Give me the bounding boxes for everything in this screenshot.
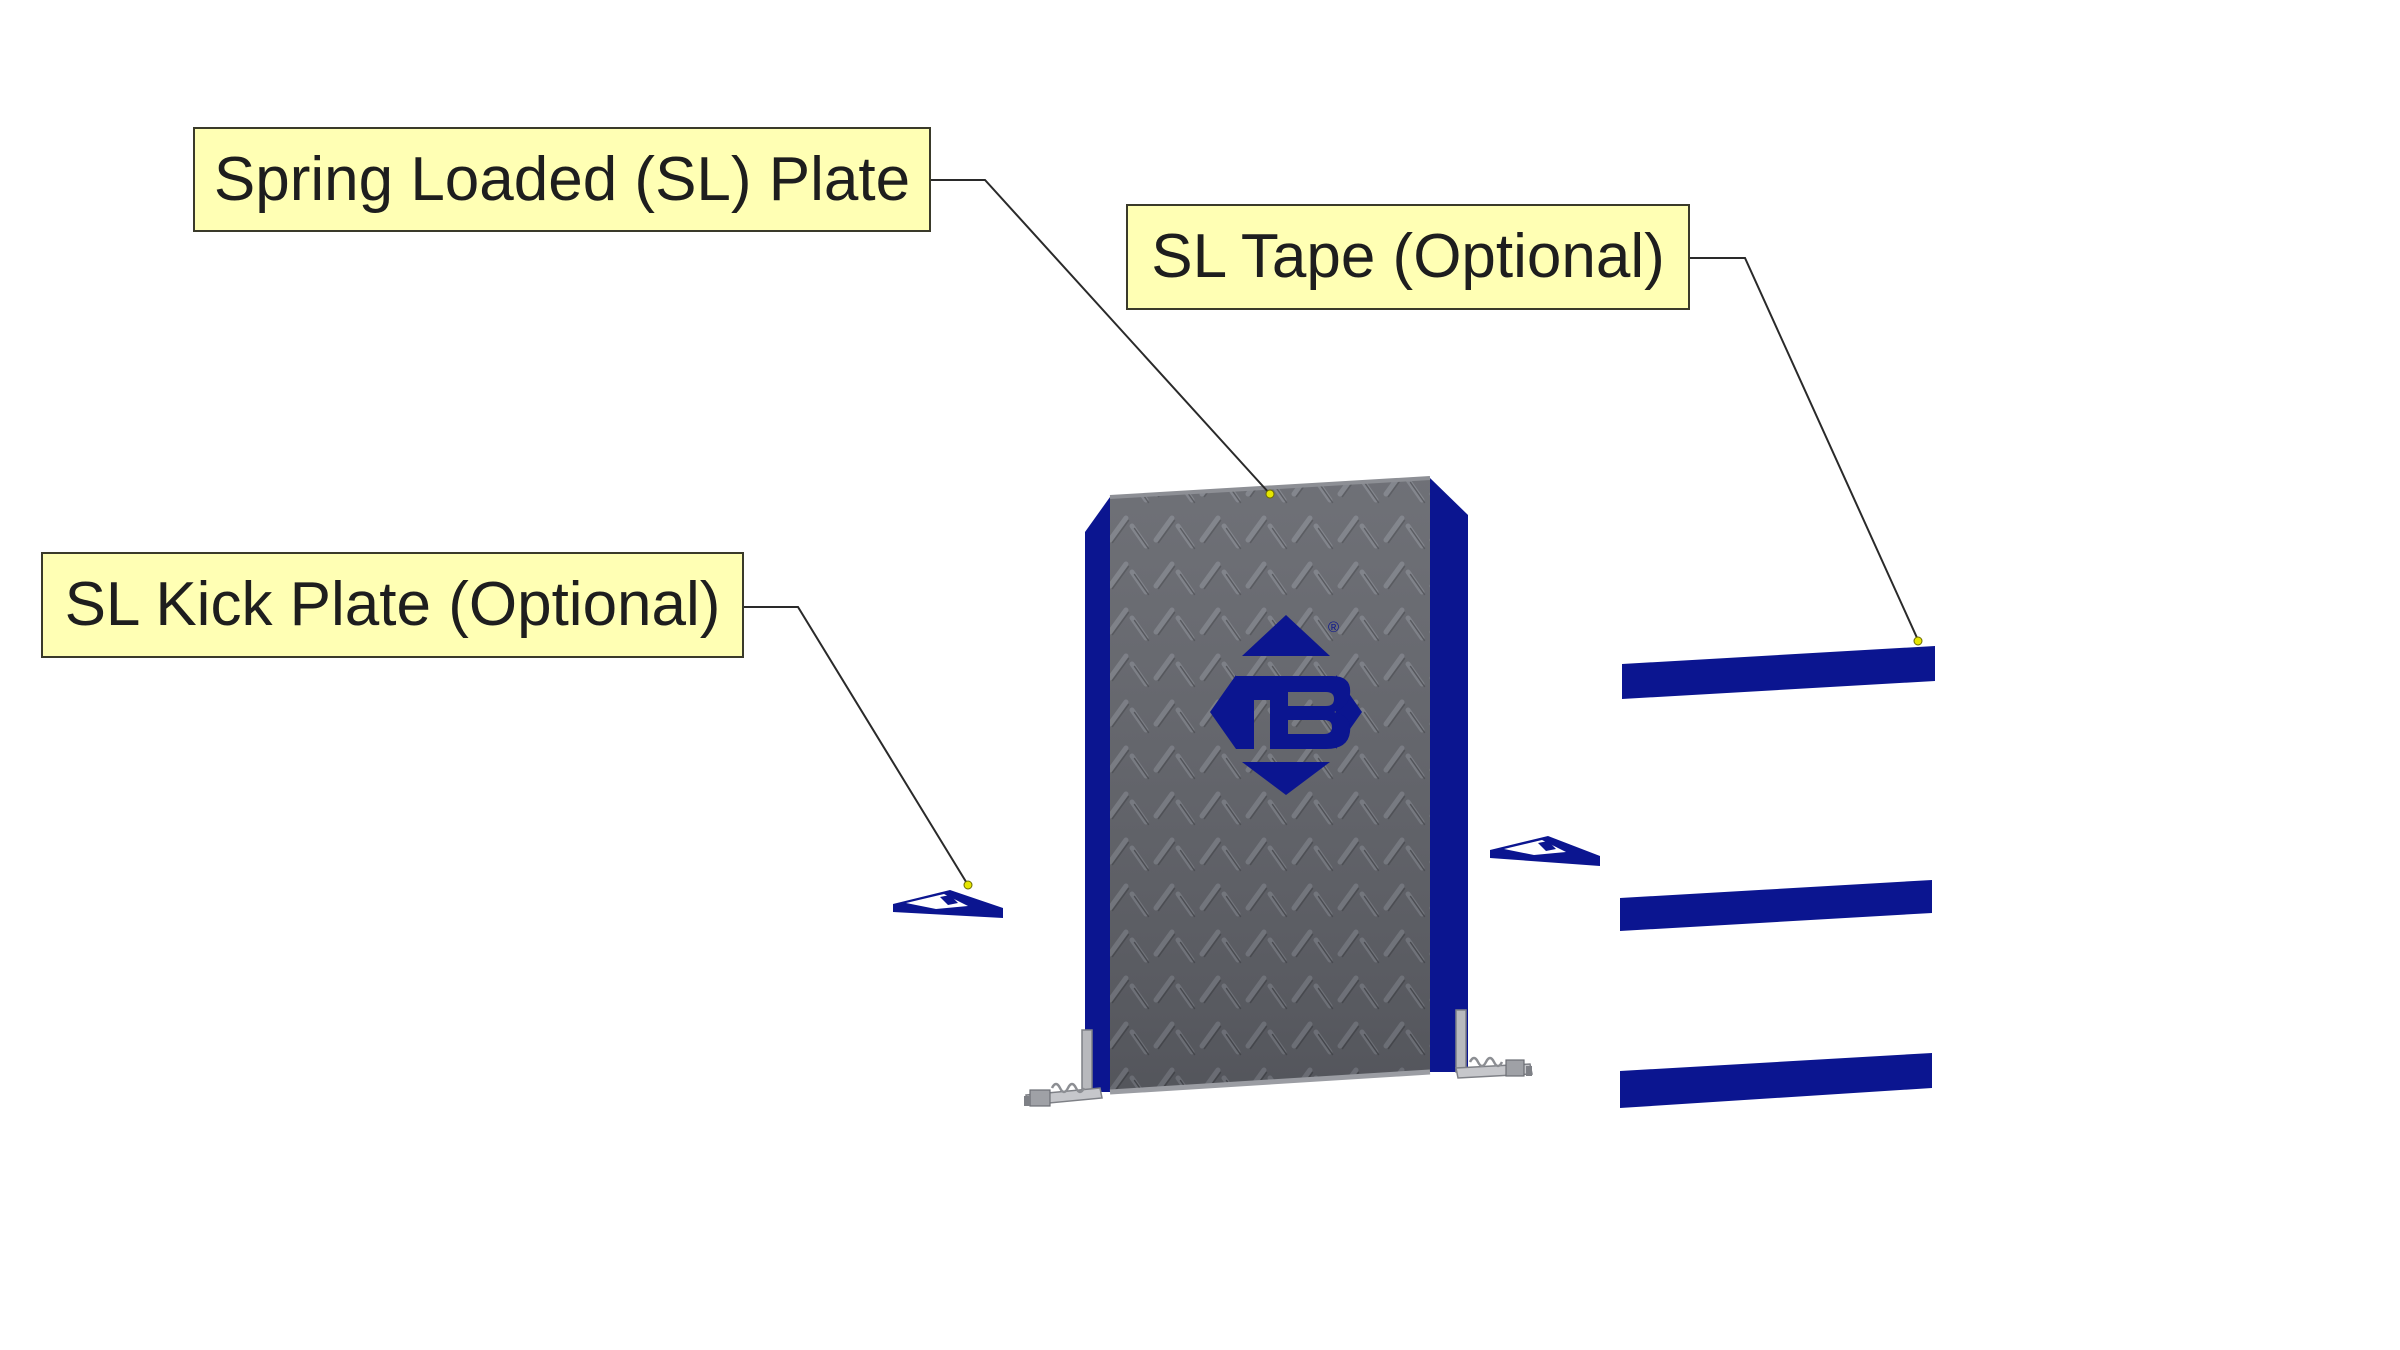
logo-up-arrow-icon	[1242, 615, 1330, 656]
leader-anchor-dots	[963, 489, 1923, 890]
left-hinge-bracket	[1024, 1029, 1103, 1107]
right-hinge-bracket	[1455, 1009, 1533, 1079]
callout-sl-tape: SL Tape (Optional)	[1126, 204, 1690, 310]
plate-right-edge-band	[1430, 478, 1468, 1072]
spring-loaded-plate: ®	[1024, 476, 1533, 1107]
logo-left-chevron-icon	[1210, 675, 1236, 749]
tb-logo	[1210, 615, 1362, 795]
sl-tape-strip-1	[1622, 646, 1935, 699]
kick-plate-left	[893, 890, 1003, 918]
leader-line-sl-tape	[1690, 257, 1919, 641]
sl-tape-strip-2	[1620, 880, 1932, 931]
leader-lines	[744, 179, 1919, 886]
leader-line-sl-plate	[931, 179, 1271, 495]
leader-line-kick-plate	[744, 606, 969, 886]
kick-plate-right	[1490, 836, 1600, 866]
logo-tb-letters-icon	[1236, 676, 1351, 749]
logo-down-arrow-icon	[1242, 762, 1330, 795]
logo-registered-mark: ®	[1328, 619, 1339, 636]
callout-kick-plate: SL Kick Plate (Optional)	[41, 552, 744, 658]
sl-tape-strip-3	[1620, 1053, 1932, 1108]
callout-sl-plate: Spring Loaded (SL) Plate	[193, 127, 931, 232]
sl-tape-strips	[1620, 646, 1935, 1108]
plate-left-edge-band	[1085, 497, 1110, 1092]
